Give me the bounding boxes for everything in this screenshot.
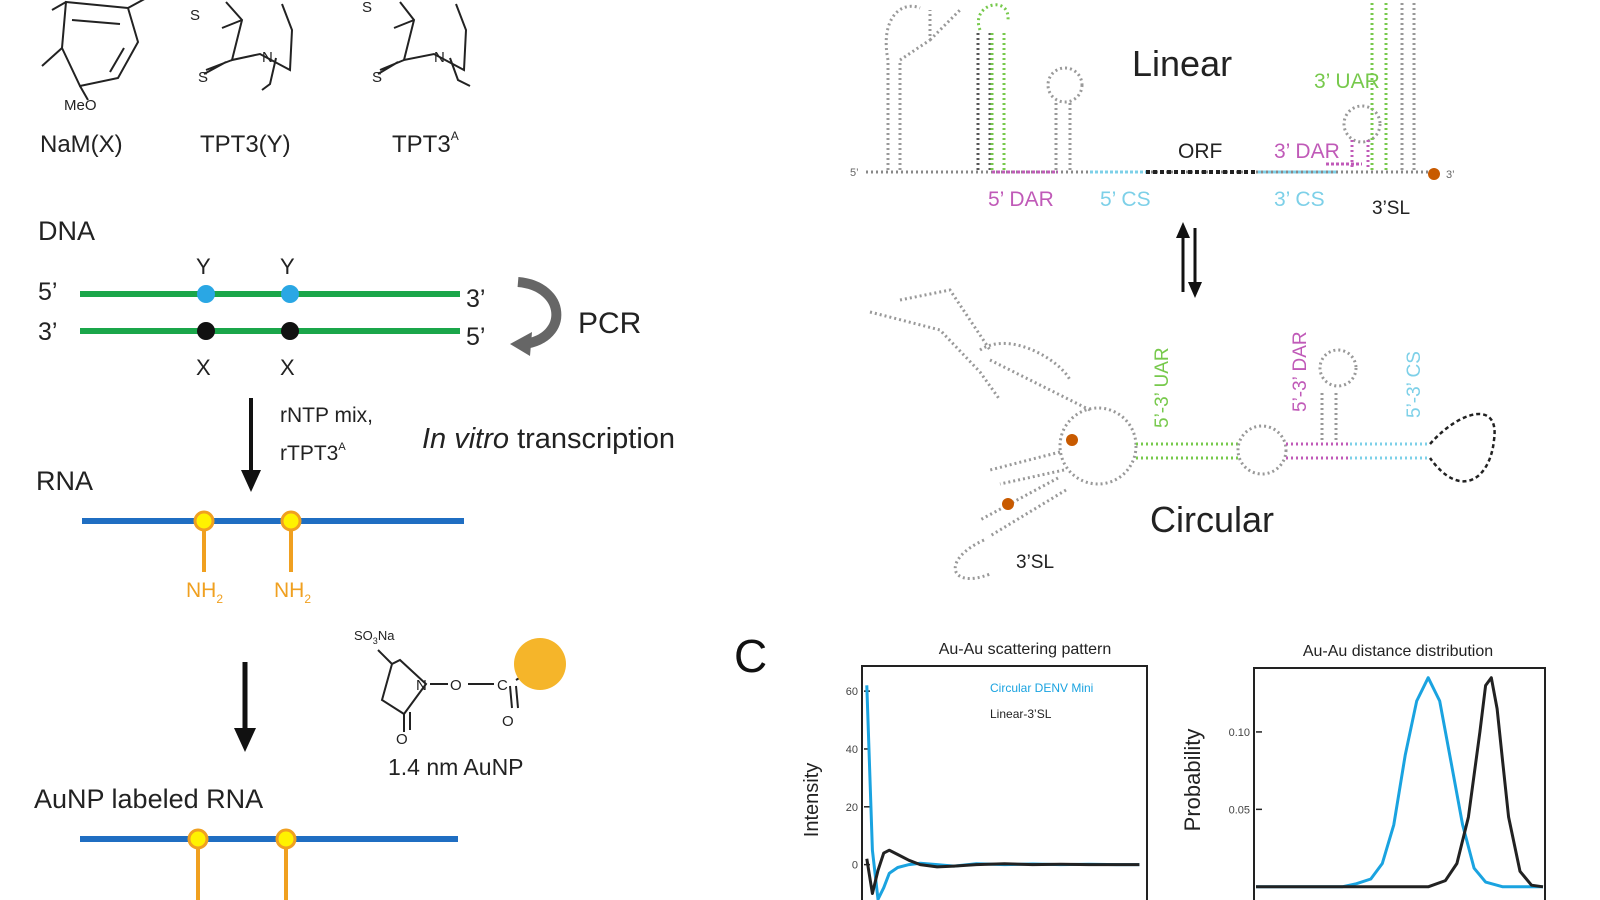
reagent-n: N [416,677,427,694]
chart2-y-tick-label: 0.10 [1229,727,1250,739]
label-5prime-cs: 5’ CS [1100,188,1151,211]
y-base-2 [281,285,299,303]
tpt3a-s-top: S [362,0,372,16]
circular-label-3prime-sl: 3’SL [1016,552,1054,573]
compound-label-tpt3a: TPT3A [392,129,459,158]
y-base-1 [197,285,215,303]
reagent-structure [377,649,537,732]
chart1-legend-entry-1: Circular DENV Mini [990,681,1093,695]
labeling-arrow-icon [234,662,256,752]
tpt3-s-top: S [190,7,200,24]
compound-label-nam: NaM(X) [40,131,123,158]
linear-rna-structure [866,0,1440,174]
panel-c-letter: C [734,630,767,682]
reagent-c: C [497,677,508,694]
rna-title: RNA [36,466,93,496]
tpt3-n: N [262,49,273,66]
x-base-2 [281,322,299,340]
chart2-series-1-line [1256,676,1543,889]
tpt3a-structure [377,1,471,87]
chart1-y-tick-label: 40 [846,744,858,756]
chart2-frame [1253,667,1546,900]
circular-title: Circular [1150,499,1274,540]
amine-label-1: NH2 [186,579,223,606]
chart2-y-axis: 0.05 0.10 [1229,727,1262,816]
circular-rna-structure [869,288,1496,580]
nam-structure [41,0,145,101]
circular-label-uar: 5’-3’ UAR [1152,347,1173,428]
chart2-title: Au-Au distance distribution [1303,643,1493,660]
tpt3-structure [203,1,294,91]
x-label-2: X [280,355,295,380]
chart2-y-tick-label: 0.05 [1229,804,1250,816]
chart1-series-2-line [865,848,1140,895]
nam-meo-label: MeO [64,97,97,114]
labeled-base-2 [275,828,297,850]
tpt3a-n: N [434,49,445,66]
circular-label-dar: 5’-3’ DAR [1290,331,1311,412]
circular-marker-1 [1066,434,1078,446]
ivt-label: In vitro transcription [422,423,675,455]
circular-marker-2 [1002,498,1014,510]
linear-3prime-end: 3’ [1446,169,1455,181]
label-3prime-uar: 3’ UAR [1314,70,1380,93]
chart1-plot-area [865,685,1140,900]
reagent-so3na: SO3Na [354,628,395,646]
rna-modified-base-2 [280,510,302,532]
transcription-arrow-icon [241,398,261,492]
rtpt3a-sup: A [338,441,346,453]
y-label-2: Y [280,254,295,279]
chart1-legend: Circular DENV Mini Linear-3’SL [990,681,1093,721]
chart1-ylabel: Intensity [801,763,823,837]
reagent-o-ring: O [396,731,408,748]
pcr-cycle-arrow-icon [510,277,562,356]
chart1-legend-entry-2: Linear-3’SL [990,707,1052,721]
aunp-caption: 1.4 nm AuNP [388,754,524,780]
equilibrium-arrows-icon [1176,222,1202,298]
dna-bottom-5prime: 5’ [466,323,485,351]
chart2-ylabel: Probability [1180,729,1205,832]
tpt3a-sup: A [451,129,459,143]
chart1-y-tick-label: 60 [846,686,858,698]
amine-label-2: NH2 [274,579,311,606]
chart1-y-tick-label: 20 [846,802,858,814]
dna-bottom-3prime: 3’ [38,318,57,346]
aunp-particle [514,638,566,690]
chart1-y-tick-label: 0 [852,860,858,872]
dna-top-5prime: 5’ [38,278,57,306]
label-orf: ORF [1178,140,1222,163]
x-base-1 [197,322,215,340]
linear-title: Linear [1132,43,1232,84]
reagent-o-carbonyl: O [502,713,514,730]
chart2-plot-area [1256,676,1544,889]
compound-label-tpt3: TPT3(Y) [200,131,291,158]
tpt3a-s-bottom: S [372,69,382,86]
reagent-o-link: O [450,677,462,694]
linear-5prime-end: 5’ [850,167,859,179]
rntp-mix-line2: rTPT3A [280,441,346,465]
dna-title: DNA [38,216,95,246]
chart1-title: Au-Au scattering pattern [939,641,1112,658]
chart1-frame [861,665,1148,900]
label-5prime-dar: 5’ DAR [988,188,1054,211]
chart2-series-2-line [1256,676,1544,889]
labeled-rna-title: AuNP labeled RNA [34,784,263,814]
dna-top-3prime: 3’ [466,285,485,313]
rntp-mix-line1: rNTP mix, [280,404,373,427]
rna-modified-base-1 [193,510,215,532]
label-3prime-sl: 3’SL [1372,198,1410,219]
label-3prime-dar: 3’ DAR [1274,140,1340,163]
tpt3-s-bottom: S [198,69,208,86]
pcr-label: PCR [578,307,641,340]
linear-3prime-marker [1428,168,1440,180]
x-label-1: X [196,355,211,380]
y-label-1: Y [196,254,211,279]
labeled-base-1 [187,828,209,850]
circular-label-cs: 5’-3’ CS [1404,351,1425,418]
label-3prime-cs: 3’ CS [1274,188,1325,211]
